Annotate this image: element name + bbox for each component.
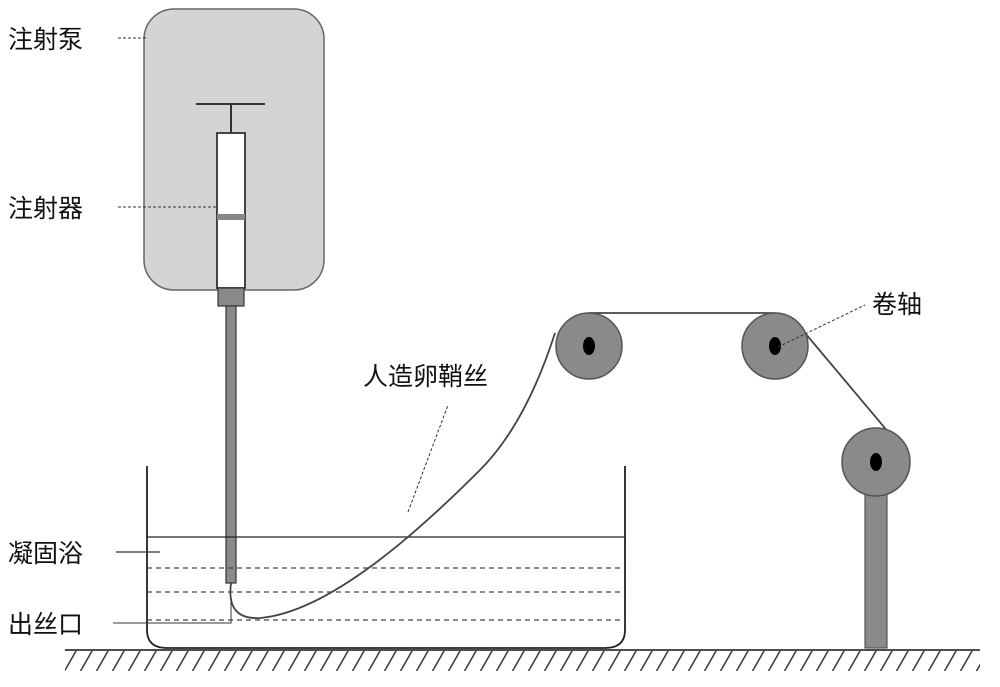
reel-stand xyxy=(864,487,888,649)
label-fiber: 人造卵鞘丝 xyxy=(363,362,488,391)
label-reel: 卷轴 xyxy=(872,290,922,319)
ground-hatch xyxy=(65,651,980,671)
roller-middle-hub xyxy=(769,337,781,355)
label-spinneret: 出丝口 xyxy=(8,610,83,639)
label-syringe-pump: 注射泵 xyxy=(8,25,83,54)
syringe-tip xyxy=(217,287,245,307)
leader-spinneret xyxy=(113,598,232,624)
fiber-strand xyxy=(229,332,556,619)
label-coagulation-bath: 凝固浴 xyxy=(8,539,83,568)
take-up-reel-hub xyxy=(870,453,882,471)
syringe-piston xyxy=(217,214,245,220)
syringe-barrel xyxy=(216,132,246,289)
label-syringe: 注射器 xyxy=(8,194,83,223)
needle-tube xyxy=(225,305,237,584)
beaker xyxy=(146,466,626,649)
leader-fiber xyxy=(407,404,449,513)
fiber-down-segment xyxy=(804,332,901,447)
roller-left-hub xyxy=(583,337,595,355)
leader-reel xyxy=(777,304,866,348)
